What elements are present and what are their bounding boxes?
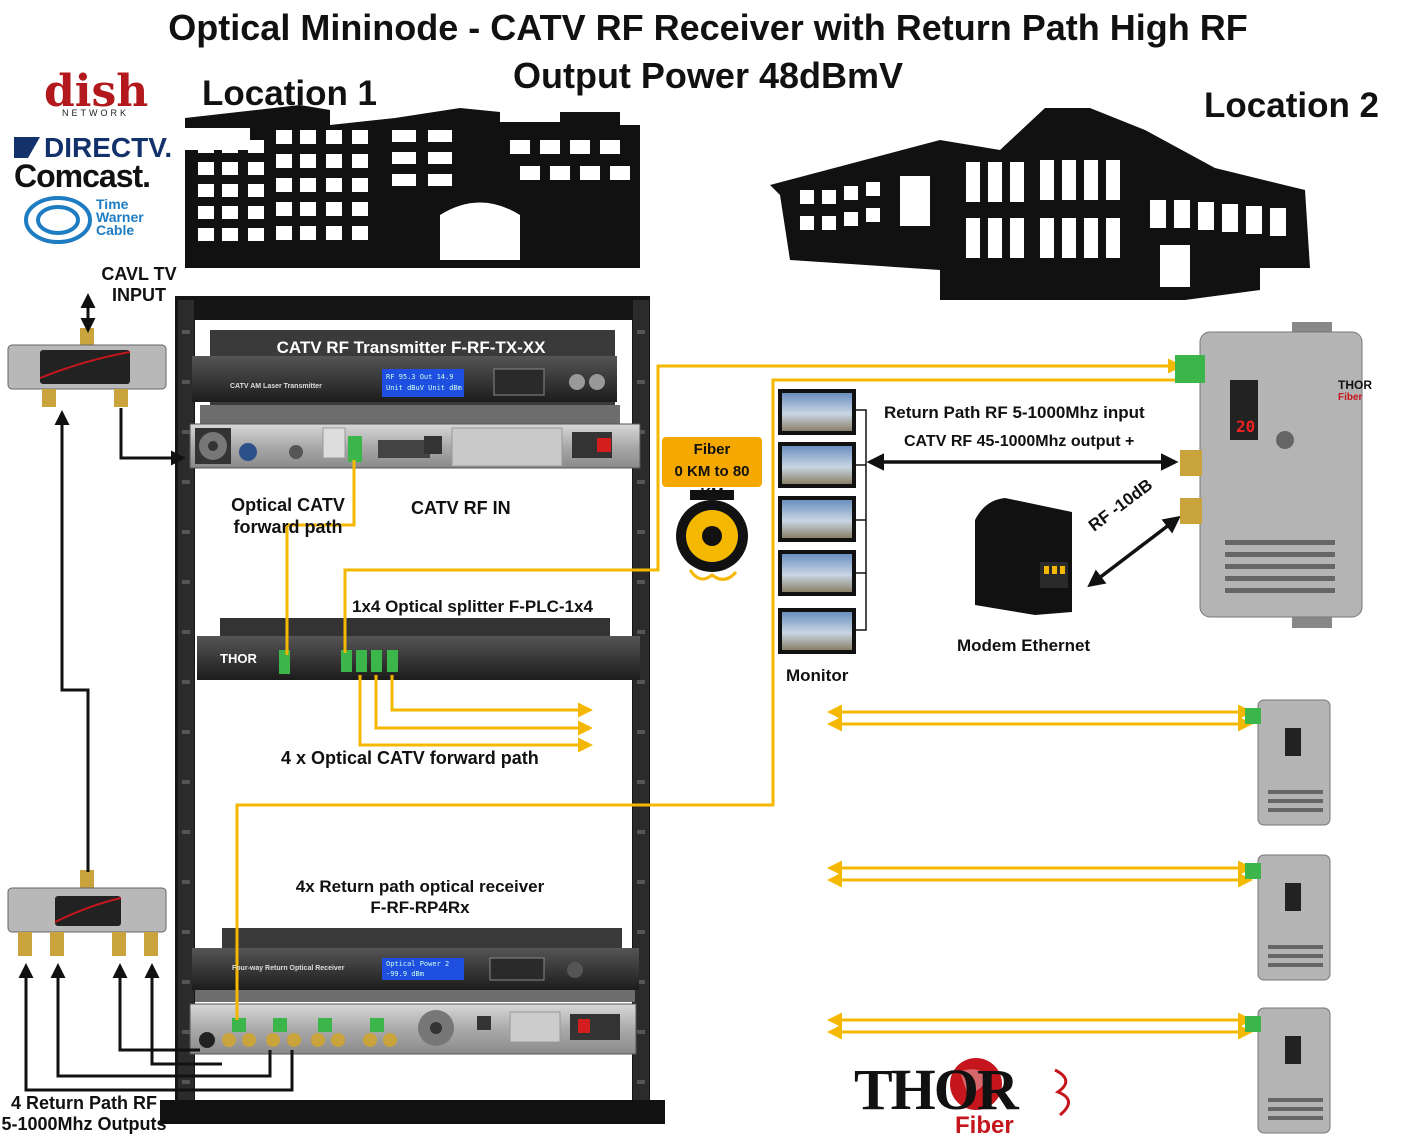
rf-cables-right	[866, 453, 1181, 588]
thor-fiber-logo: Fiber	[955, 1112, 1014, 1139]
equipment-rack	[160, 296, 665, 1124]
optical-catv-forward-label: Optical CATV forward path	[218, 494, 358, 538]
return-outputs-line-2: 5-1000Mhz Outputs	[1, 1114, 167, 1134]
dish-logo: dish	[44, 66, 149, 117]
optical-catv-line-2: forward path	[233, 517, 343, 537]
rf-splitter-top	[7, 328, 167, 407]
return-outputs-line-1: 4 Return Path RF	[10, 1093, 157, 1113]
receiver-display-line-1: Optical Power 2	[386, 960, 450, 968]
return-receiver-line-2: F-RF-RP4Rx	[370, 898, 470, 917]
twc-line-1: Time	[96, 196, 129, 212]
directv-logo-icon	[14, 137, 40, 158]
monitor-stack	[778, 389, 867, 654]
splitter-label: 1x4 Optical splitter F-PLC-1x4	[352, 597, 593, 616]
return-outputs-label: 4 Return Path RF 5-1000Mhz Outputs	[0, 1093, 168, 1135]
thor-logo: THOR	[854, 1057, 1019, 1122]
location-1-label: Location 1	[202, 74, 378, 113]
twc-logo: Time Warner Cable	[96, 196, 144, 238]
cavl-tv-line-2: INPUT	[112, 285, 166, 305]
transmitter-label: CATV RF Transmitter F-RF-TX-XX	[276, 338, 546, 357]
diagram-title-line2: Output Power 48dBmV	[512, 55, 904, 96]
svg-text:20: 20	[1236, 417, 1255, 436]
building-location-1	[185, 105, 640, 268]
receiver-subtitle: Four-way Return Optical Receiver	[232, 965, 345, 972]
return-receiver-line-1: 4x Return path optical receiver	[295, 877, 545, 896]
fiber-line-2: 0 KM to 80 KM	[674, 463, 750, 502]
twc-logo-icon	[24, 196, 92, 244]
receiver-display-line-2: -99.9 dBm	[386, 970, 424, 978]
splitter-thor-logo: THOR	[220, 651, 257, 666]
cavl-tv-line-1: CAVL TV	[101, 264, 177, 284]
optical-mininode-small-3	[1245, 1007, 1331, 1134]
transmitter-subtitle: CATV AM Laser Transmitter	[230, 383, 322, 390]
fiber-reel	[676, 490, 748, 581]
four-forward-path-label: 4 x Optical CATV forward path	[281, 748, 539, 768]
fiber-line-1: Fiber	[693, 441, 731, 458]
optical-mininode-main: 20	[1175, 322, 1363, 628]
monitor-label: Monitor	[786, 666, 849, 685]
modem-ethernet-label: Modem Ethernet	[957, 636, 1091, 655]
dish-network-logo: NETWORK	[62, 108, 129, 118]
comcast-logo: Comcast.	[14, 158, 151, 194]
optical-catv-line-1: Optical CATV	[231, 495, 345, 515]
rf-cables-left	[18, 293, 294, 1092]
thor-globe-icon	[950, 1058, 1070, 1117]
building-location-2	[770, 108, 1310, 300]
mininode-fiber-logo: Fiber	[1338, 392, 1363, 403]
fiber-lines	[235, 358, 1253, 1040]
cavl-tv-input-label: CAVL TV INPUT	[94, 264, 184, 306]
optical-mininode-small-2	[1245, 854, 1331, 981]
modem	[975, 498, 1072, 615]
fiber-distance-box: Fiber 0 KM to 80 KM	[662, 437, 762, 502]
catv-output-label: CATV RF 45-1000Mhz output +	[904, 433, 1135, 450]
mininode-thor-logo: THOR	[1338, 378, 1372, 392]
return-path-input-label: Return Path RF 5-1000Mhz input	[884, 403, 1145, 422]
directv-logo: DIRECTV.	[44, 132, 173, 163]
twc-line-2: Warner	[96, 209, 144, 225]
twc-line-3: Cable	[96, 222, 135, 238]
diagram-title-line1: Optical Mininode - CATV RF Receiver with…	[168, 7, 1248, 48]
catv-rf-in-label: CATV RF IN	[411, 498, 511, 518]
rf-splitter-bottom	[7, 870, 167, 956]
optical-mininode-small-1	[1245, 699, 1331, 826]
transmitter-display-line-1: RF 95.3 Out 14.9	[386, 373, 454, 381]
transmitter-display-line-2: Unit dBuV Unit dBm	[386, 384, 462, 392]
return-receiver-label: 4x Return path optical receiver F-RF-RP4…	[260, 876, 580, 918]
location-2-label: Location 2	[1204, 86, 1380, 125]
